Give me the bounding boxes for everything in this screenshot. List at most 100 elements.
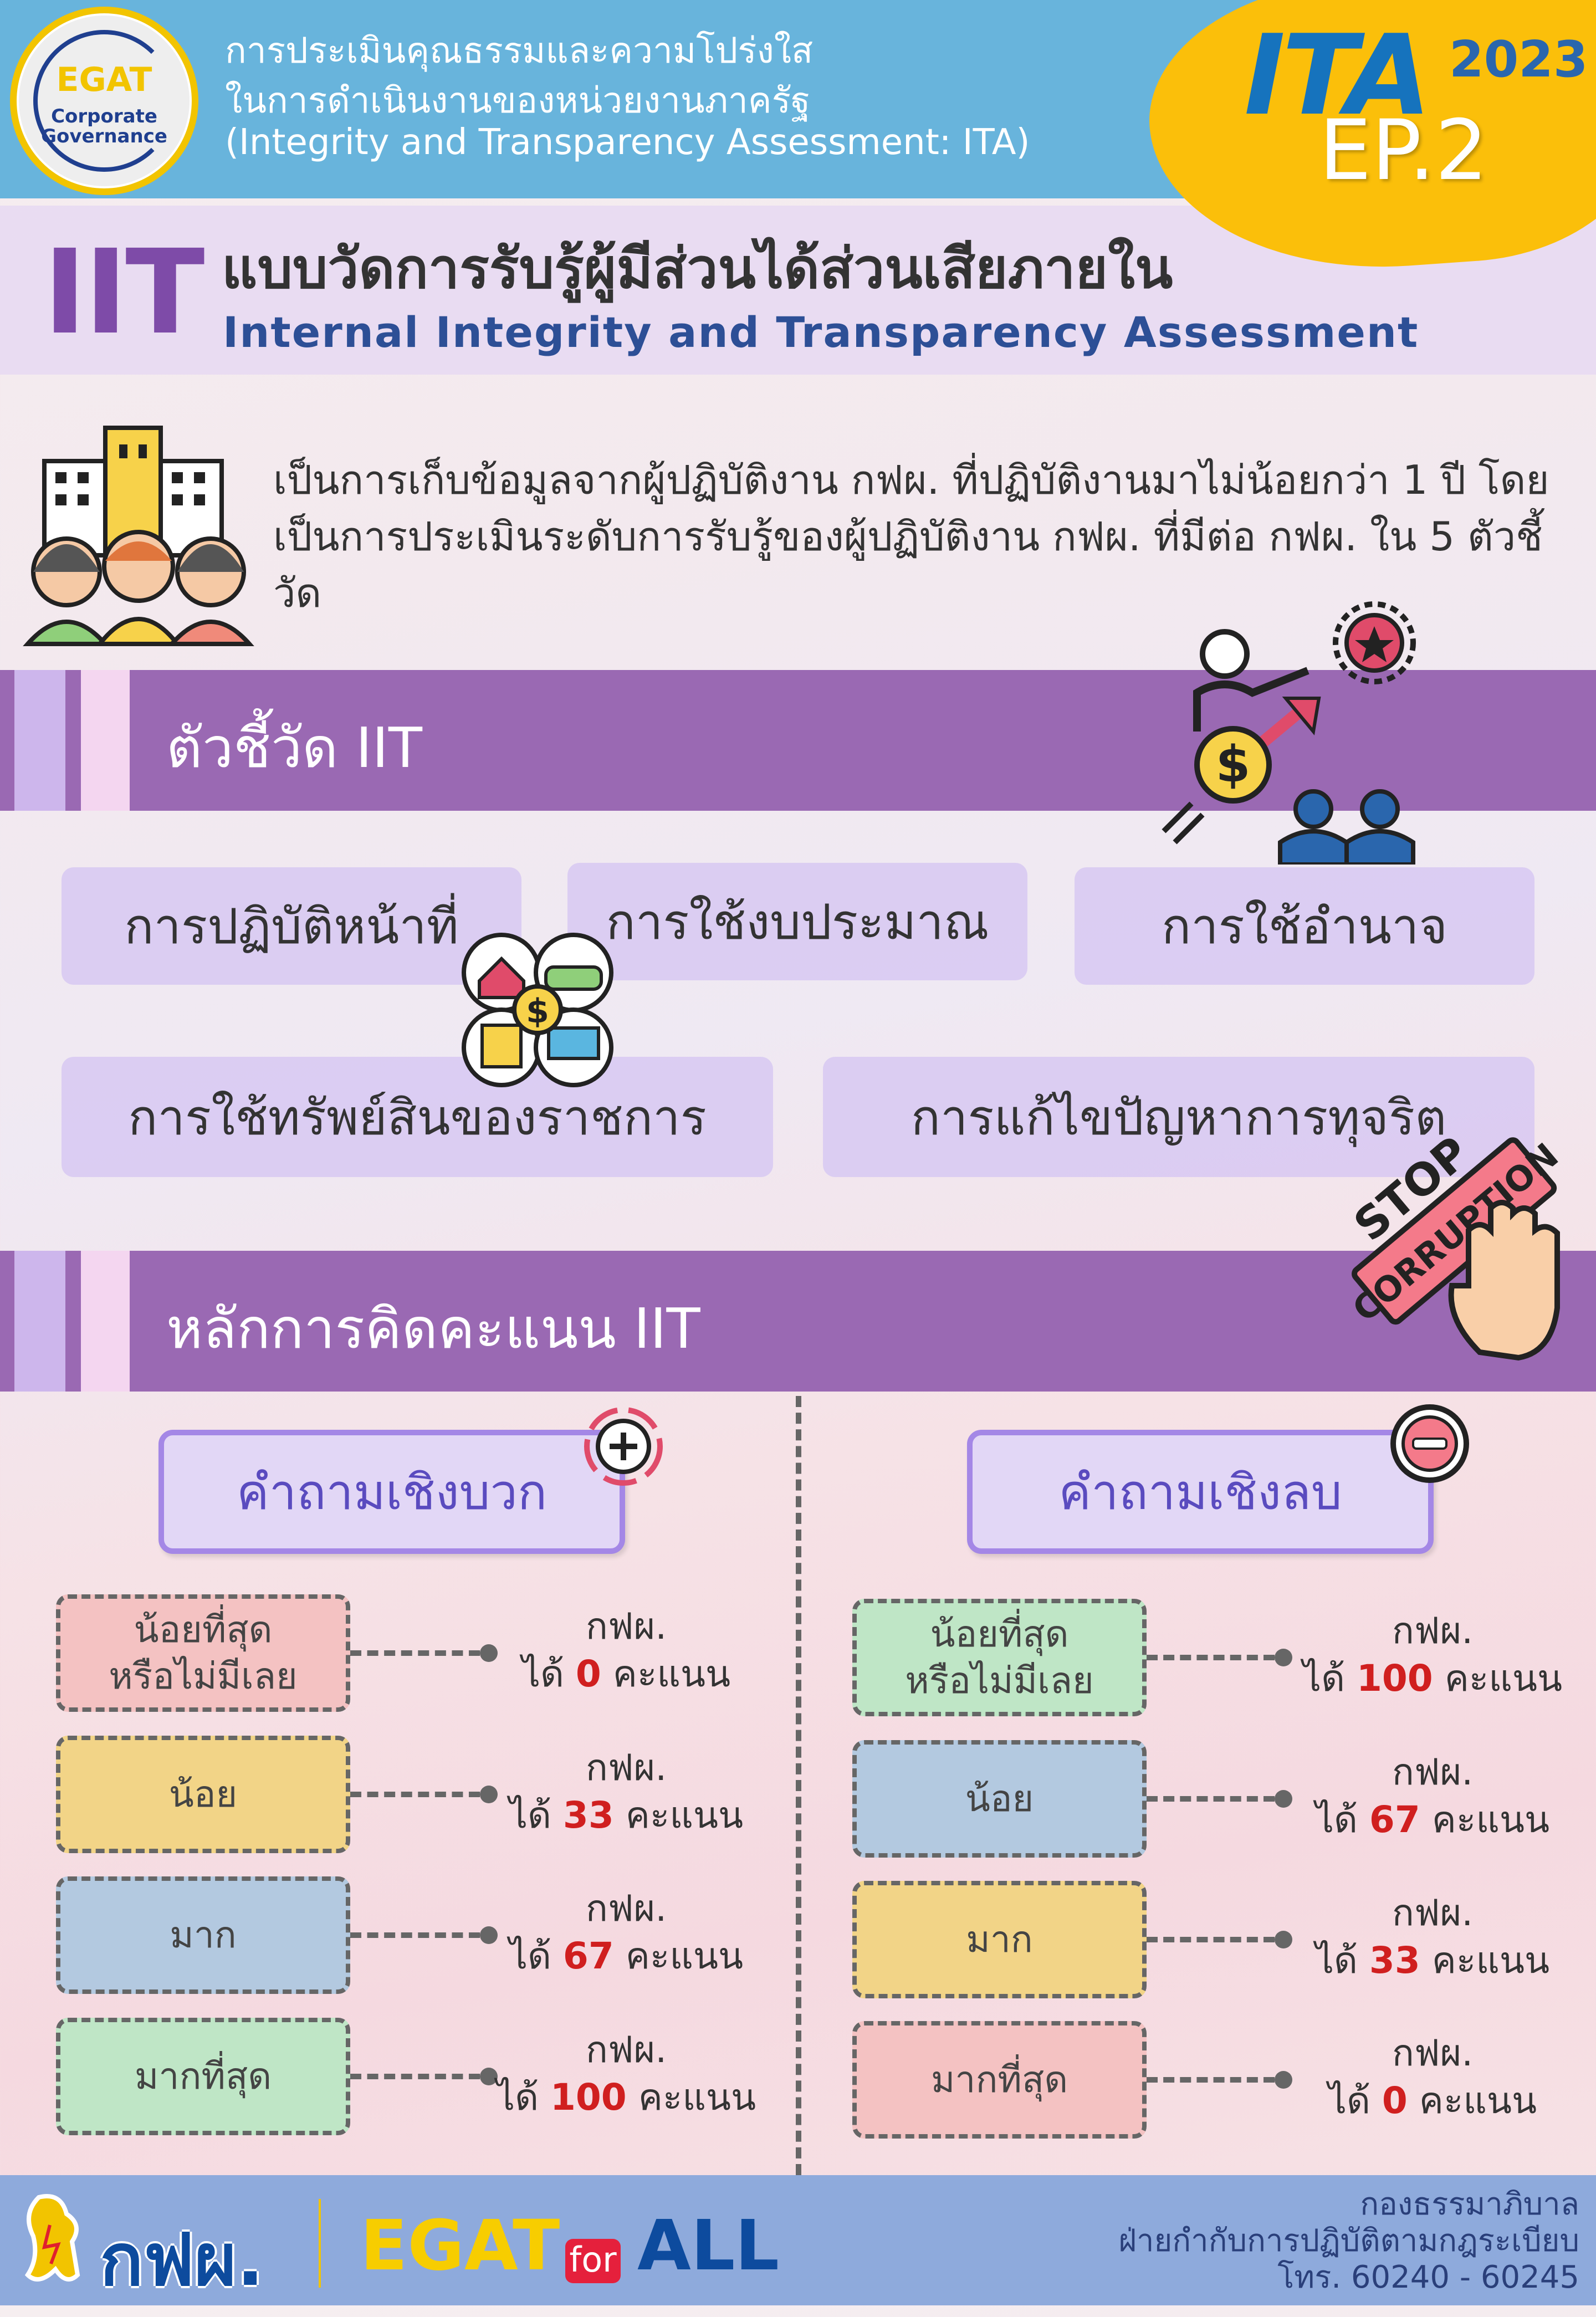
header-title-line-2: ในการดำเนินงานของหน่วยงานภาครัฐ — [225, 80, 811, 121]
score-line: ได้ 33 คะแนน — [482, 1792, 770, 1839]
score-org: กฟผ. — [1392, 2032, 1474, 2074]
connector-dot — [1275, 1931, 1292, 1948]
score-prefix: ได้ — [1315, 1798, 1358, 1841]
footer-contact: กองธรรมาภิบาล ฝ่ายกำกับการปฏิบัติตามกฎระ… — [1118, 2186, 1579, 2296]
column-divider — [796, 1396, 801, 2175]
connector-line — [1147, 1796, 1275, 1802]
score-value: 100 — [1356, 1657, 1433, 1700]
logo-ring — [33, 30, 175, 172]
score-value: 33 — [562, 1794, 614, 1837]
score-value: 67 — [562, 1935, 614, 1977]
positive-score: กฟผ. ได้ 100 คะแนน — [482, 2026, 770, 2121]
plus-circle-icon — [584, 1407, 663, 1486]
score-org: กฟผ. — [1392, 1609, 1474, 1652]
contact-division: ฝ่ายกำกับการปฏิบัติตามกฎระเบียบ — [1118, 2223, 1579, 2259]
header-title-line-3: (Integrity and Transparency Assessment: … — [225, 122, 1030, 163]
score-suffix: คะแนน — [1431, 1798, 1550, 1841]
score-suffix: คะแนน — [625, 1794, 744, 1837]
episode-label: EP.2 — [1319, 103, 1488, 199]
score-org: กฟผ. — [585, 2028, 667, 2071]
score-prefix: ได้ — [509, 1794, 551, 1837]
connector-line — [350, 1932, 480, 1938]
indicators-band — [0, 670, 1596, 811]
score-prefix: ได้ — [496, 2076, 539, 2119]
negative-level-box: มากที่สุด — [852, 2021, 1147, 2139]
positive-score: กฟผ. ได้ 33 คะแนน — [482, 1744, 770, 1839]
score-org: กฟผ. — [1392, 1891, 1474, 1934]
stop-corruption-icon: CORRUPTION STOP — [1344, 1127, 1566, 1361]
positive-question-header: คำถามเชิงบวก — [158, 1430, 625, 1554]
score-org: กฟผ. — [585, 1887, 667, 1930]
score-value: 67 — [1369, 1798, 1420, 1841]
score-line: ได้ 0 คะแนน — [482, 1650, 770, 1698]
logo-egat-text: EGAT — [56, 60, 152, 99]
score-suffix: คะแนน — [1419, 2079, 1537, 2122]
indicator-power: การใช้อำนาจ — [1075, 867, 1534, 985]
egat-cg-logo: EGAT Corporate Governance — [10, 7, 198, 195]
svg-text:$: $ — [1216, 735, 1251, 794]
connector-dot — [1275, 1649, 1292, 1666]
band-stripe — [14, 1251, 65, 1392]
connector-line — [350, 2074, 480, 2079]
connector-line — [1147, 2077, 1275, 2083]
connector-dot — [480, 1644, 498, 1662]
thailand-map-logo-icon — [24, 2194, 80, 2282]
minus-circle-icon — [1390, 1404, 1469, 1483]
svg-text:$: $ — [526, 992, 549, 1031]
score-line: ได้ 67 คะแนน — [482, 1932, 770, 1980]
positive-level-box: น้อยที่สุดหรือไม่มีเลย — [56, 1594, 350, 1712]
score-prefix: ได้ — [521, 1653, 564, 1695]
negative-question-header: คำถามเชิงลบ — [967, 1430, 1434, 1554]
negative-level-box: น้อยที่สุดหรือไม่มีเลย — [852, 1599, 1147, 1716]
positive-level-box: มากที่สุด — [56, 2018, 350, 2135]
slogan-egat: EGAT — [360, 2206, 560, 2286]
score-prefix: ได้ — [1328, 2079, 1370, 2122]
score-line: ได้ 0 คะแนน — [1288, 2077, 1577, 2125]
positive-level-box: น้อย — [56, 1736, 350, 1853]
score-value: 100 — [550, 2076, 627, 2119]
band-stripe — [14, 670, 65, 811]
score-suffix: คะแนน — [1444, 1657, 1563, 1700]
logo-cg-text: Corporate Governance — [41, 105, 167, 147]
score-line: ได้ 100 คะแนน — [1288, 1655, 1577, 1702]
indicator-anticorruption: การแก้ไขปัญหาการทุจริต — [823, 1057, 1534, 1177]
score-line: ได้ 33 คะแนน — [1288, 1937, 1577, 1984]
government-assets-icon: $ — [462, 933, 613, 1087]
ita-logo-text: ITA — [1244, 11, 1431, 140]
negative-score: กฟผ. ได้ 100 คะแนน — [1288, 1607, 1577, 1702]
indicator-assets: การใช้ทรัพย์สินของราชการ — [62, 1057, 773, 1177]
business-growth-icon: $ — [1162, 601, 1416, 865]
score-prefix: ได้ — [1315, 1939, 1358, 1982]
score-org: กฟผ. — [1392, 1751, 1474, 1793]
score-line: ได้ 67 คะแนน — [1288, 1796, 1577, 1844]
score-prefix: ได้ — [509, 1935, 551, 1977]
score-org: กฟผ. — [585, 1746, 667, 1789]
footer-bar — [0, 2175, 1596, 2305]
indicators-title: ตัวชี้วัด IIT — [166, 715, 422, 780]
slogan-all: ALL — [637, 2206, 780, 2286]
negative-score: กฟผ. ได้ 67 คะแนน — [1288, 1748, 1577, 1844]
score-value: 0 — [575, 1653, 601, 1695]
scoring-title: หลักการคิดคะแนน IIT — [166, 1296, 700, 1361]
score-org: กฟผ. — [585, 1605, 667, 1648]
negative-level-box: น้อย — [852, 1740, 1147, 1858]
intro-description: เป็นการเก็บข้อมูลจากผู้ปฏิบัติงาน กฟผ. ท… — [273, 457, 1549, 616]
connector-line — [1147, 1937, 1275, 1942]
positive-level-box: มาก — [56, 1876, 350, 1994]
connector-line — [350, 1650, 480, 1656]
positive-score: กฟผ. ได้ 0 คะแนน — [482, 1603, 770, 1698]
indicator-budget: การใช้งบประมาณ — [567, 863, 1027, 980]
negative-level-box: มาก — [852, 1881, 1147, 1998]
score-suffix: คะแนน — [1431, 1939, 1550, 1982]
contact-phone[interactable]: โทร. 60240 - 60245 — [1277, 2259, 1579, 2295]
score-suffix: คะแนน — [638, 2076, 756, 2119]
score-value: 0 — [1382, 2079, 1408, 2122]
positive-score: กฟผ. ได้ 67 คะแนน — [482, 1885, 770, 1980]
connector-dot — [480, 1926, 498, 1944]
slogan-for: for — [565, 2239, 621, 2283]
score-value: 33 — [1369, 1939, 1420, 1982]
negative-score: กฟผ. ได้ 33 คะแนน — [1288, 1889, 1577, 1984]
connector-dot — [480, 1786, 498, 1803]
iit-title-th: แบบวัดการรับรู้ผู้มีส่วนได้ส่วนเสียภายใน — [222, 236, 1173, 301]
connector-dot — [1275, 1790, 1292, 1808]
